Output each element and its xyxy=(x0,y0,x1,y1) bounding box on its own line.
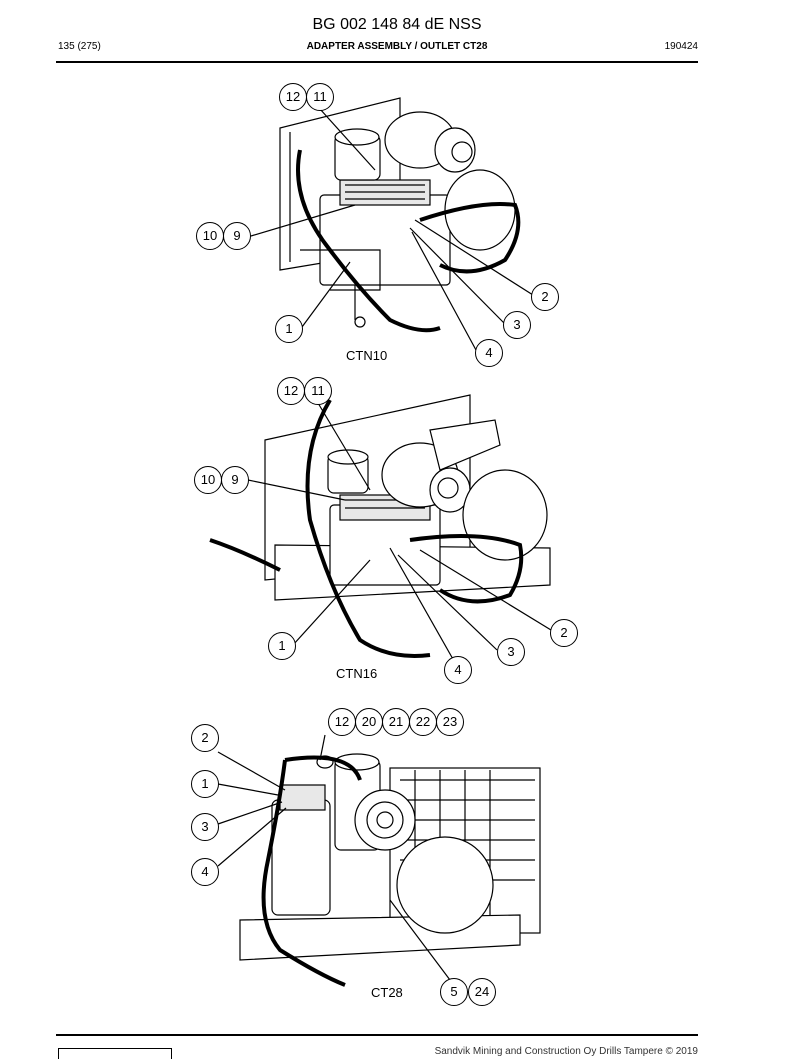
callout: 3 xyxy=(503,311,531,339)
callout: 9 xyxy=(223,222,251,250)
callout: 1 xyxy=(268,632,296,660)
callout: 9 xyxy=(221,466,249,494)
callout: 12 xyxy=(277,377,305,405)
section-title: ADAPTER ASSEMBLY / OUTLET CT28 xyxy=(306,41,488,52)
footer-copyright: Sandvik Mining and Construction Oy Drill… xyxy=(434,1046,698,1057)
callout: 12 xyxy=(328,708,356,736)
footer-rule xyxy=(56,1034,698,1036)
callout: 22 xyxy=(409,708,437,736)
callout: 2 xyxy=(531,283,559,311)
callout: 24 xyxy=(468,978,496,1006)
callout: 1 xyxy=(275,315,303,343)
figure-caption: CT28 xyxy=(371,985,403,1000)
callout: 23 xyxy=(436,708,464,736)
callout: 2 xyxy=(550,619,578,647)
callout: 3 xyxy=(191,813,219,841)
callout: 12 xyxy=(279,83,307,111)
callout: 11 xyxy=(306,83,334,111)
callout: 11 xyxy=(304,377,332,405)
callout: 5 xyxy=(440,978,468,1006)
callout: 20 xyxy=(355,708,383,736)
callout: 1 xyxy=(191,770,219,798)
callout: 2 xyxy=(191,724,219,752)
company-logo xyxy=(58,1048,172,1059)
callout: 4 xyxy=(475,339,503,367)
callout: 4 xyxy=(444,656,472,684)
callout: 3 xyxy=(497,638,525,666)
callout: 21 xyxy=(382,708,410,736)
document-title: BG 002 148 84 dE NSS xyxy=(312,16,482,33)
figure-caption: CTN10 xyxy=(346,348,388,363)
figure-caption: CTN16 xyxy=(336,666,378,681)
page-number: 135 (275) xyxy=(58,41,101,52)
callout: 10 xyxy=(196,222,224,250)
revision-date: 190424 xyxy=(664,41,698,52)
callout: 10 xyxy=(194,466,222,494)
callout: 4 xyxy=(191,858,219,886)
header-rule xyxy=(56,61,698,63)
